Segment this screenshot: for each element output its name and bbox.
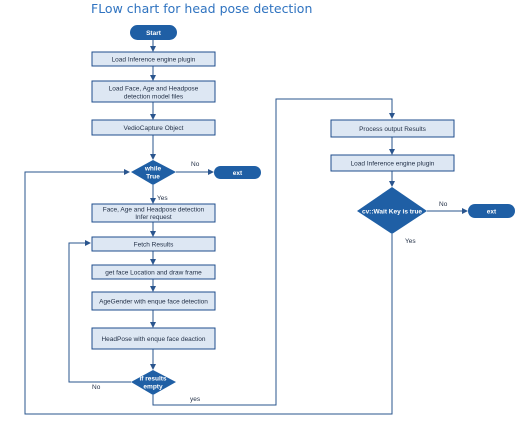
label-yes-while: Yes [157, 195, 168, 202]
label-yes-if: yes [190, 396, 201, 403]
if-label-line1: if results [139, 376, 166, 383]
while-decision: while True [131, 160, 176, 185]
face-location-box: get face Location and draw frame [91, 264, 216, 280]
if-empty-decision: if results empty [131, 370, 176, 395]
face-location-label: get face Location and draw frame [105, 270, 202, 277]
agegender-box: AgeGender with enque face detection [91, 291, 216, 311]
if-label-line2: empty [143, 384, 163, 391]
load-models-box: Load Face, Age and Headpose detection mo… [91, 80, 216, 103]
agegender-label: AgeGender with enque face detection [99, 299, 208, 306]
infer-label-line1: Face, Age and Headpose detection [103, 207, 205, 214]
process-output-box: Process output Results [330, 119, 455, 138]
load-models-label-line2: detection model files [124, 94, 184, 101]
exit-terminal-2: ext [468, 204, 515, 218]
while-label-line1: while [144, 166, 162, 173]
arrow-if-no-loop [68, 240, 131, 383]
exit-label-1: ext [233, 170, 243, 177]
load-plugin2-label: Load Inference engine plugin [351, 161, 435, 168]
process-output-label: Process output Results [359, 126, 427, 133]
arrow-if-yes-to-process [152, 98, 395, 406]
while-label-line2: True [146, 174, 160, 181]
label-no-if: No [92, 384, 101, 391]
load-plugin2-box: Load Inference engine plugin [330, 154, 455, 172]
load-plugin-box: Load Inference engine plugin [91, 51, 216, 67]
label-no-while: No [191, 161, 200, 168]
waitkey-label: cv::Wait Key is true [362, 209, 422, 216]
diagram-title: FLow chart for head pose detection [91, 1, 313, 16]
load-plugin-label: Load Inference engine plugin [112, 57, 196, 64]
infer-label-line2: Infer request [135, 214, 172, 221]
waitkey-decision: cv::Wait Key is true [357, 187, 427, 234]
start-terminal: Start [130, 25, 177, 40]
label-yes-waitkey: Yes [405, 238, 416, 245]
infer-request-box: Face, Age and Headpose detection Infer r… [91, 203, 216, 223]
video-capture-box: VedioCapture Object [91, 119, 216, 136]
connectors [24, 40, 468, 415]
arrow-waitkey-loop [24, 169, 393, 415]
start-label: Start [146, 30, 162, 37]
video-capture-label: VedioCapture Object [124, 125, 184, 132]
label-no-waitkey: No [439, 201, 448, 208]
headpose-label: HeadPose with enque face deaction [101, 336, 205, 343]
exit-label-2: ext [487, 209, 497, 216]
fetch-results-box: Fetch Results [91, 236, 216, 252]
exit-terminal-1: ext [214, 166, 261, 179]
fetch-results-label: Fetch Results [134, 242, 174, 249]
load-models-label-line1: Load Face, Age and Headpose [109, 86, 199, 93]
headpose-box: HeadPose with enque face deaction [91, 327, 216, 350]
